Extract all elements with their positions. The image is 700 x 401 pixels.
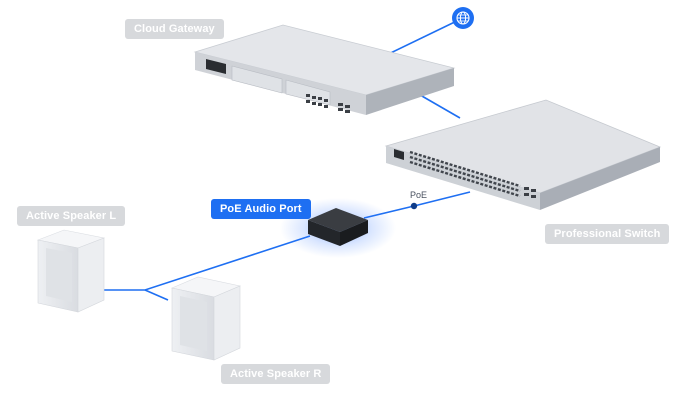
switch-sfp-ports <box>524 187 536 198</box>
cable-switch-poe <box>413 191 471 207</box>
professional-switch-device <box>384 99 662 210</box>
cloud-gateway-label: Cloud Gateway <box>125 19 224 39</box>
poe-audio-port-label: PoE Audio Port <box>211 199 311 219</box>
poe-label: PoE <box>410 190 428 200</box>
speaker-left-device <box>36 229 106 313</box>
gateway-ports <box>306 94 350 113</box>
cable-split-right <box>144 289 169 301</box>
speaker-right-device <box>171 276 241 361</box>
cloud-gateway-device <box>193 24 456 115</box>
poe-injector-dot <box>410 202 418 210</box>
globe-icon <box>452 7 474 29</box>
gateway-bay-1 <box>231 65 283 94</box>
professional-switch-label: Professional Switch <box>545 224 670 244</box>
speaker-right-label: Active Speaker R <box>221 364 331 384</box>
gateway-display <box>206 59 226 74</box>
speaker-left-label: Active Speaker L <box>17 206 126 226</box>
switch-port-rows <box>409 150 521 198</box>
switch-display <box>394 149 404 160</box>
